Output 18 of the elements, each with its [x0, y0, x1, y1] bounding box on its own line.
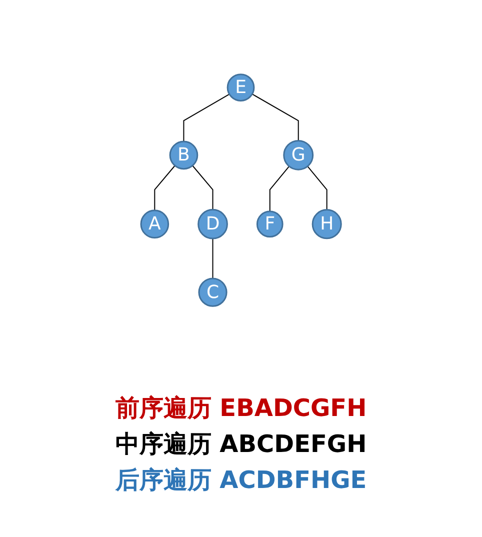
connector	[269, 166, 290, 212]
connector	[307, 166, 328, 210]
connector	[252, 94, 299, 142]
connector	[192, 165, 214, 210]
node-circle: D	[198, 208, 228, 240]
connector	[212, 238, 214, 279]
node-circle: B	[169, 140, 198, 170]
node-circle: C	[198, 278, 228, 307]
connector	[154, 165, 176, 211]
node-circle: F	[256, 210, 284, 238]
node-circle: A	[140, 210, 170, 238]
traversal-order-text: 中序遍历 ABCDEFGH	[115, 429, 367, 460]
node-circle: H	[312, 209, 342, 240]
node-circle: G	[283, 140, 314, 170]
connector	[183, 94, 230, 142]
traversal-order-text: 前序遍历 EBADCGFH	[115, 393, 367, 424]
traversal-order-text: 后序遍历 ACDBFHGE	[115, 465, 367, 496]
node-circle: E	[226, 74, 255, 102]
